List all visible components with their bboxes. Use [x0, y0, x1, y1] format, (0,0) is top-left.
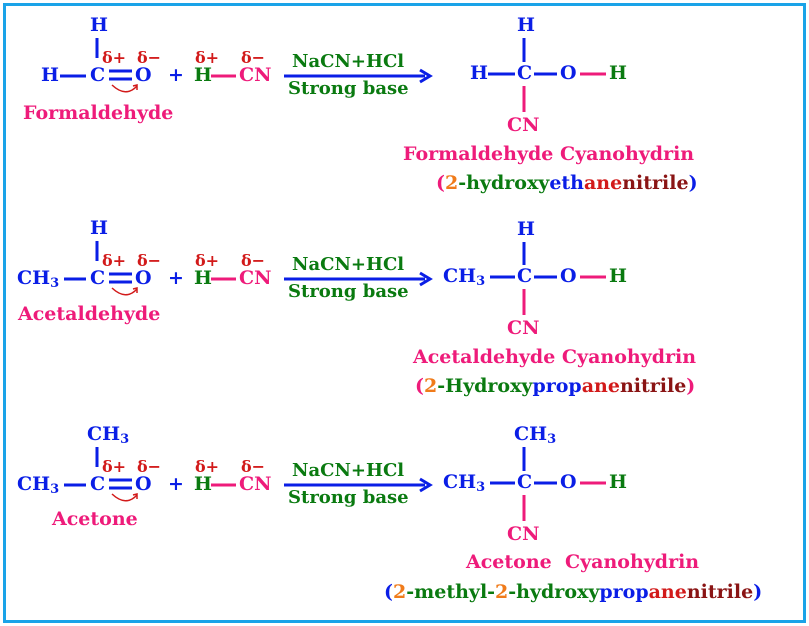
reactant-left-group: CH3: [17, 473, 60, 497]
product-name: Formaldehyde Cyanohydrin: [403, 143, 695, 165]
plus-sign: +: [168, 267, 184, 289]
reagent-condition: NaCN+HCl: [292, 254, 405, 275]
product-oxygen: O: [560, 471, 577, 493]
electron-shift-arrow: [111, 287, 138, 296]
product-nitrile: CN: [507, 317, 540, 339]
reactant-name: Acetone: [52, 508, 138, 530]
catalyst-condition: Strong base: [288, 281, 409, 302]
reactant-carbon: C: [90, 267, 106, 289]
reagent-cyanide: CN: [239, 64, 272, 86]
product-nitrile: CN: [507, 114, 540, 136]
electron-shift-arrow: [111, 493, 138, 502]
reactant-top-atom: H: [90, 14, 108, 36]
reactant-oxygen: O: [135, 267, 152, 289]
plus-sign: +: [168, 473, 184, 495]
partial-negative-oxygen: δ−: [137, 457, 162, 476]
reagent-cyanide: CN: [239, 267, 272, 289]
product-name: Acetone Cyanohydrin: [466, 551, 700, 573]
partial-positive-carbon: δ+: [102, 251, 127, 270]
partial-positive-carbon: δ+: [102, 457, 127, 476]
product-hydroxyl-hydrogen: H: [609, 471, 627, 493]
partial-negative-cyanide: δ−: [241, 251, 266, 270]
electron-shift-arrow: [111, 84, 138, 93]
product-left-group: CH3: [443, 265, 486, 289]
product-top-atom: H: [517, 218, 535, 240]
diagram-frame: [3, 3, 806, 623]
reagent-condition: NaCN+HCl: [292, 460, 405, 481]
product-hydroxyl-hydrogen: H: [609, 62, 627, 84]
partial-negative-oxygen: δ−: [137, 251, 162, 270]
iupac-name: (2-hydroxyethanenitrile): [436, 172, 698, 194]
reactant-top-group: CH3: [87, 423, 130, 447]
product-hydroxyl-hydrogen: H: [609, 265, 627, 287]
reagent-hydrogen: H: [194, 267, 212, 289]
product-carbon: C: [517, 265, 533, 287]
partial-positive-hydrogen: δ+: [195, 48, 220, 67]
product-top-atom: H: [517, 14, 535, 36]
reagent-hydrogen: H: [194, 473, 212, 495]
reagent-condition: NaCN+HCl: [292, 51, 405, 72]
iupac-name: (2-methyl-2-hydroxypropanenitrile): [384, 581, 763, 603]
partial-negative-cyanide: δ−: [241, 457, 266, 476]
partial-negative-oxygen: δ−: [137, 48, 162, 67]
reactant-carbon: C: [90, 64, 106, 86]
catalyst-condition: Strong base: [288, 78, 409, 99]
reactant-oxygen: O: [135, 64, 152, 86]
reactant-name: Formaldehyde: [23, 102, 174, 124]
reagent-cyanide: CN: [239, 473, 272, 495]
reactant-top-atom: H: [90, 217, 108, 239]
reactant-left-group: CH3: [17, 267, 60, 291]
catalyst-condition: Strong base: [288, 487, 409, 508]
reactant-name: Acetaldehyde: [18, 303, 161, 325]
reagent-hydrogen: H: [194, 64, 212, 86]
partial-negative-cyanide: δ−: [241, 48, 266, 67]
product-oxygen: O: [560, 265, 577, 287]
plus-sign: +: [168, 64, 184, 86]
partial-positive-carbon: δ+: [102, 48, 127, 67]
product-nitrile: CN: [507, 523, 540, 545]
product-oxygen: O: [560, 62, 577, 84]
iupac-name: (2-Hydroxypropanenitrile): [415, 375, 696, 397]
product-left-group: H: [470, 62, 488, 84]
product-carbon: C: [517, 471, 533, 493]
product-carbon: C: [517, 62, 533, 84]
partial-positive-hydrogen: δ+: [195, 457, 220, 476]
reactant-left-group: H: [41, 64, 59, 86]
product-left-group: CH3: [443, 471, 486, 495]
reactant-oxygen: O: [135, 473, 152, 495]
product-top-group: CH3: [514, 423, 557, 447]
partial-positive-hydrogen: δ+: [195, 251, 220, 270]
reactant-carbon: C: [90, 473, 106, 495]
product-name: Acetaldehyde Cyanohydrin: [413, 346, 697, 368]
